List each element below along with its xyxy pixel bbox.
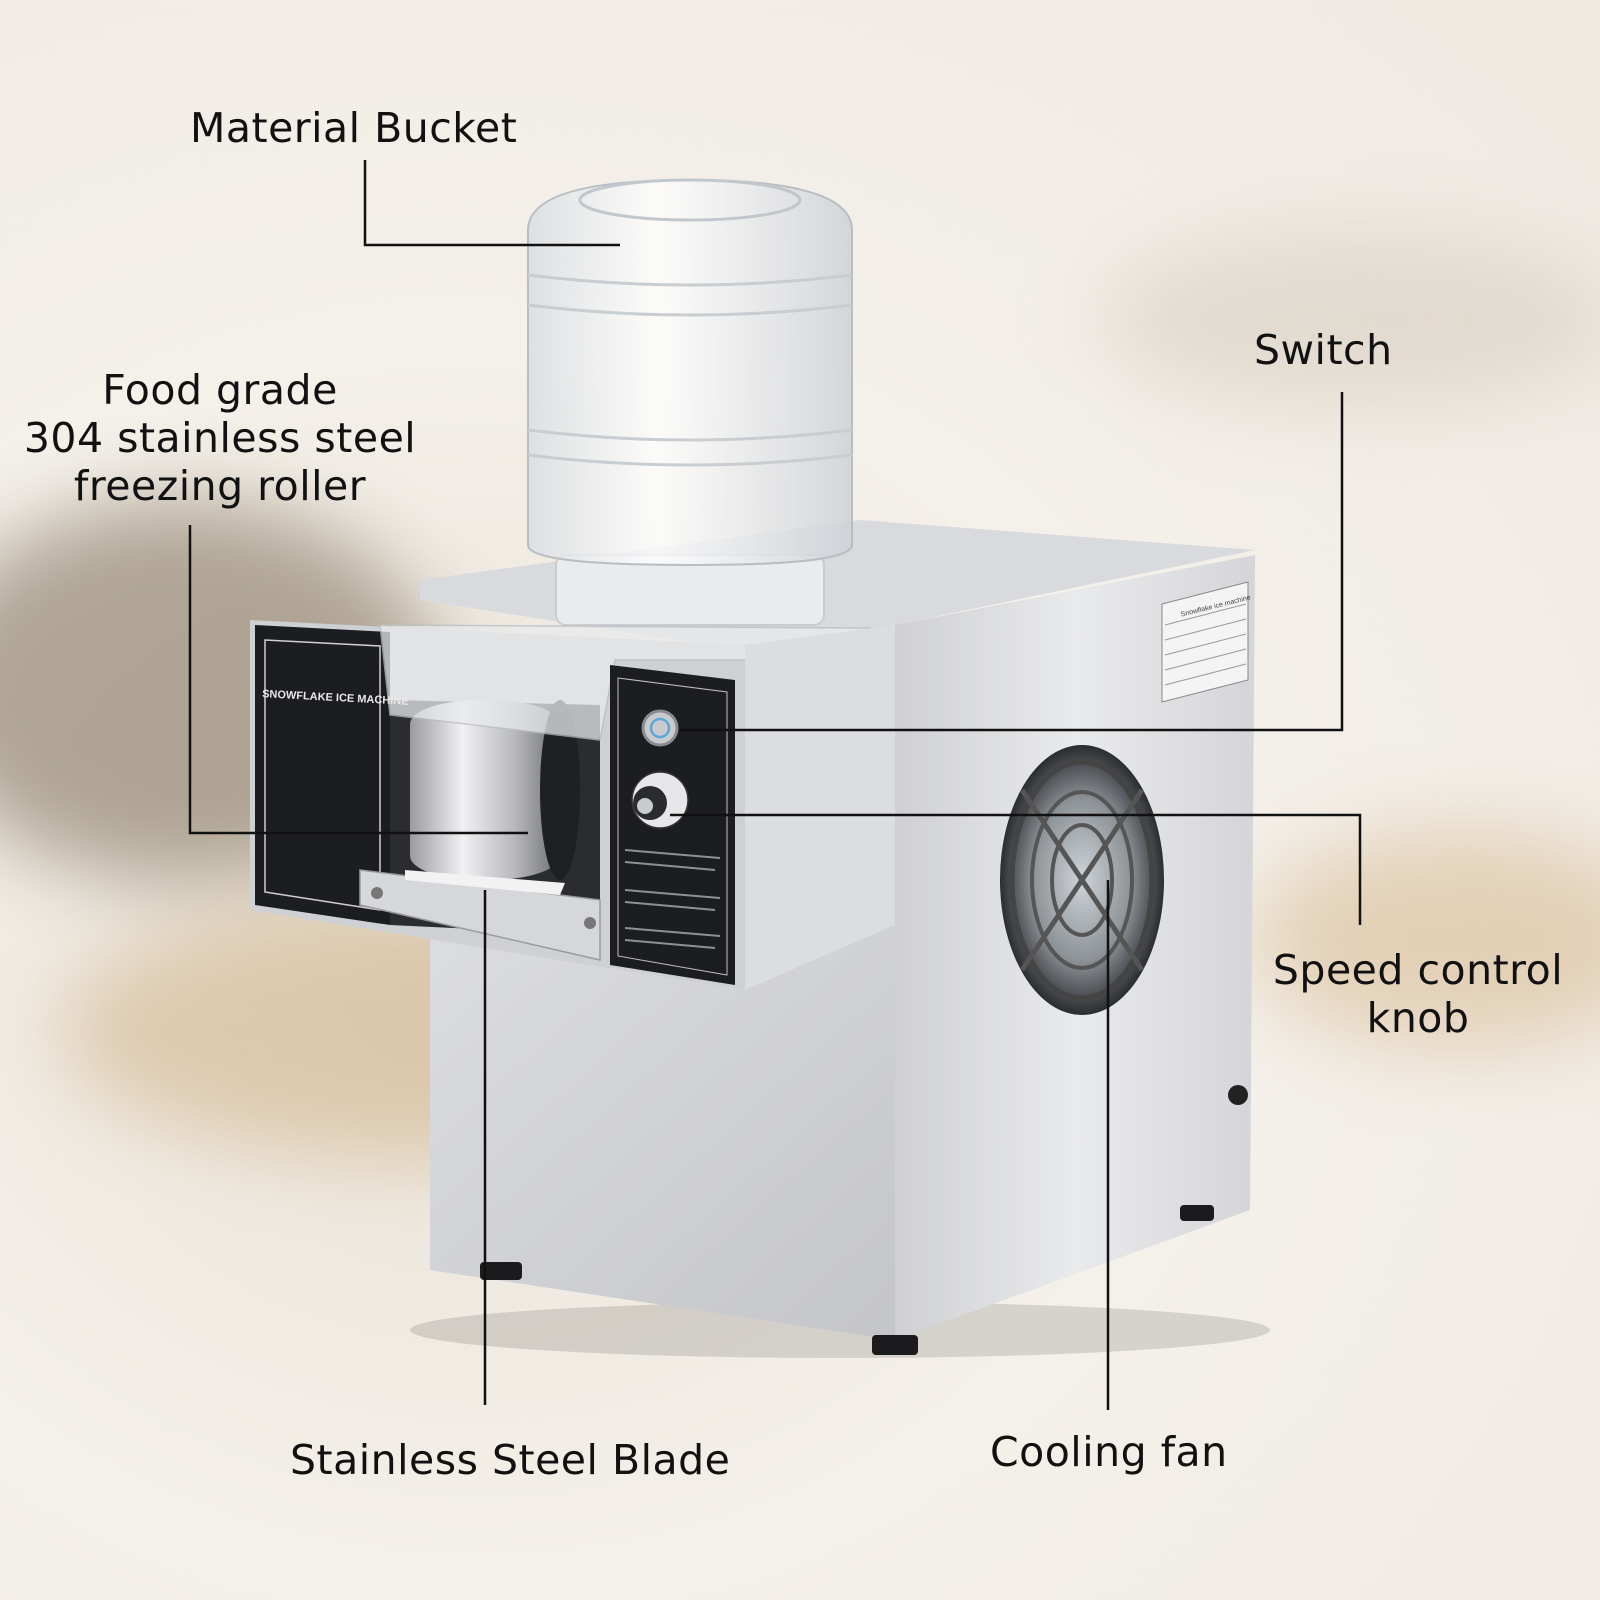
power-switch-ring: [649, 717, 671, 739]
freezing-roller-end: [540, 700, 580, 880]
label-freezing-roller-line1: Food grade: [102, 366, 338, 414]
foot: [1180, 1205, 1214, 1221]
power-switch: [641, 709, 679, 747]
label-speed-control-knob-line2: knob: [1366, 994, 1470, 1042]
label-speed-control-knob-line1: Speed control: [1272, 946, 1564, 994]
foot: [480, 1262, 522, 1280]
label-switch: Switch: [1254, 326, 1393, 374]
freezing-roller: [410, 700, 560, 880]
background-blur-top-right: [1100, 230, 1600, 410]
label-speed-control-knob: Speed control knob: [1258, 946, 1578, 1042]
body-front-face: [430, 925, 895, 1340]
foot: [872, 1335, 918, 1355]
left-dark-panel: [255, 625, 390, 925]
label-freezing-roller-line3: freezing roller: [73, 462, 367, 510]
leader-lines: [188, 160, 1362, 1410]
background-blur-right: [1250, 830, 1600, 1050]
control-panel-border: [617, 677, 728, 976]
leader-roller: [188, 525, 528, 835]
front-side-panel: [745, 625, 895, 990]
leader-switch: [680, 392, 1344, 732]
cooling-fan-guard: [1009, 759, 1155, 1001]
label-material-bucket: Material Bucket: [190, 104, 518, 152]
label-cooling-fan: Cooling fan: [990, 1428, 1228, 1476]
speed-knob-cap: [637, 798, 653, 814]
spec-plate-lines: [1164, 603, 1247, 686]
leader-speed-knob: [670, 813, 1362, 925]
leader-material-bucket: [363, 160, 620, 247]
side-port: [1228, 1085, 1248, 1105]
material-bucket: [527, 178, 853, 567]
label-freezing-roller: Food grade 304 stainless steel freezing …: [10, 366, 430, 510]
spec-plate: [1161, 581, 1249, 703]
blade-edge: [405, 870, 565, 895]
label-freezing-roller-line2: 304 stainless steel: [23, 414, 417, 462]
instructions-text-lines: [624, 849, 721, 949]
label-stainless-steel-blade: Stainless Steel Blade: [290, 1436, 731, 1484]
